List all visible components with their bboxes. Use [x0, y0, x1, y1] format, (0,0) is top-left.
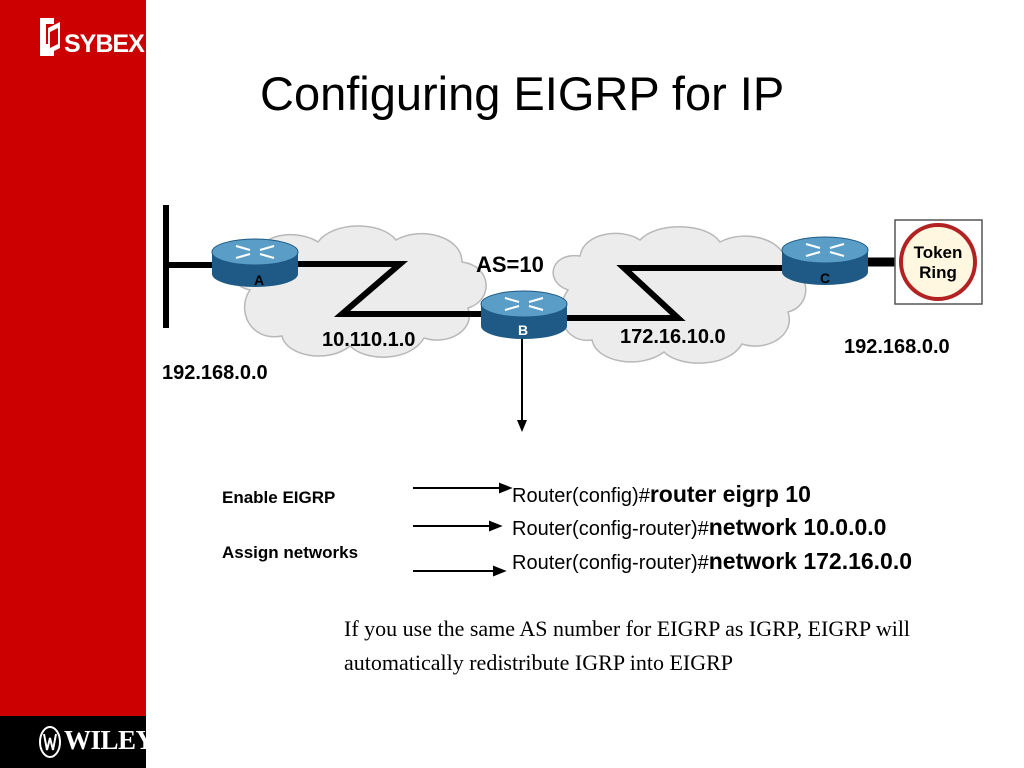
command-text: network 172.16.0.0: [708, 548, 913, 574]
command-text: router eigrp 10: [649, 481, 811, 507]
token-ring-line2: Ring: [919, 263, 957, 282]
sybex-logo: SYBEX: [34, 14, 145, 64]
wiley-logo: WILEY: [38, 722, 155, 762]
network-ab-label: 10.110.1.0: [322, 329, 416, 351]
as-label: AS=10: [476, 252, 544, 277]
assign-networks-label: Assign networks: [222, 543, 359, 562]
command-prompt: Router(config-router)#: [512, 518, 709, 540]
network-left-lan-label: 192.168.0.0: [162, 362, 268, 384]
link-b-c: [566, 265, 784, 321]
router-c-label: C: [820, 270, 831, 286]
router-a-label: A: [254, 272, 265, 288]
eigrp-note: If you use the same AS number for EIGRP …: [344, 616, 911, 675]
command-prompt: Router(config-router)#: [512, 552, 709, 574]
sidebar: SYBEX WILEY: [0, 0, 155, 768]
router-a-icon: [211, 238, 299, 287]
sybex-wordmark: SYBEX: [64, 30, 145, 58]
router-b-label: B: [518, 322, 529, 338]
link-a-b: [296, 261, 482, 317]
network-bc-label: 172.16.10.0: [620, 326, 726, 348]
command-line-3: Router(config-router)#network 172.16.0.0: [512, 548, 912, 575]
wiley-seal-icon: [39, 726, 61, 758]
slide-title: Configuring EIGRP for IP: [260, 67, 785, 120]
router-b-arrowhead: [517, 420, 527, 432]
command-text: network 10.0.0.0: [708, 514, 887, 540]
router-c-icon: [781, 236, 869, 285]
token-ring-line1: Token: [913, 243, 963, 262]
sidebar-footer: [0, 716, 146, 768]
wiley-wordmark: WILEY: [64, 725, 155, 755]
cloud-right: [552, 226, 807, 364]
command-line-2: Router(config-router)#network 10.0.0.0: [512, 514, 886, 541]
enable-eigrp-label: Enable EIGRP: [222, 488, 336, 507]
sybex-mark-icon: [40, 18, 60, 56]
command-prompt: Router(config)#: [512, 485, 650, 507]
token-ring-icon: [899, 223, 977, 301]
router-b-icon: [480, 290, 568, 339]
command-arrows: [413, 482, 513, 577]
network-right-lan-label: 192.168.0.0: [844, 336, 950, 358]
command-line-1: Router(config)#router eigrp 10: [512, 481, 811, 508]
